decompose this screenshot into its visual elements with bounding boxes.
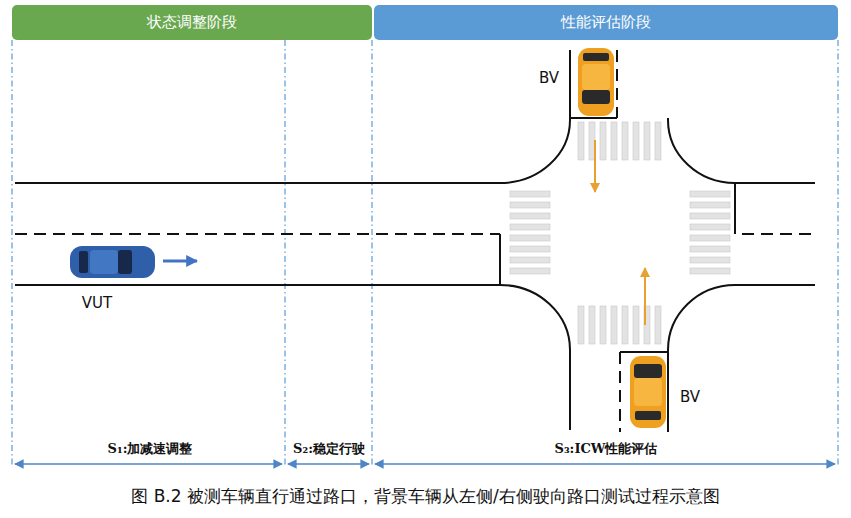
crosswalk-stripe xyxy=(510,268,550,274)
phase-separator xyxy=(12,40,838,466)
crosswalk-stripe xyxy=(622,122,628,160)
crosswalk-stripe xyxy=(690,191,730,197)
stage-label: S₃:ICW性能评估 xyxy=(552,440,661,458)
heading-arrow xyxy=(163,260,197,263)
bv-car xyxy=(630,356,666,428)
crosswalk-stripe xyxy=(690,235,730,241)
crosswalk xyxy=(510,122,730,344)
span-arrow xyxy=(15,463,835,465)
bv-car xyxy=(578,48,614,116)
phase-header: 性能评估阶段 xyxy=(374,5,838,40)
crosswalk-stripe xyxy=(510,235,550,241)
crosswalk-stripe xyxy=(690,257,730,263)
heading-arrow xyxy=(594,140,596,192)
figure-caption: 图 B.2 被测车辆直行通过路口，背景车辆从左侧/右侧驶向路口测试过程示意图 xyxy=(131,485,719,508)
vehicle-label: BV xyxy=(539,69,559,87)
crosswalk-stripe xyxy=(600,306,606,344)
vehicle-label: VUT xyxy=(82,294,112,312)
crosswalk-stripe xyxy=(510,224,550,230)
stage-label: S₂:稳定行驶 xyxy=(290,440,368,458)
crosswalk-stripe xyxy=(611,122,617,160)
crosswalk-stripe xyxy=(690,268,730,274)
heading-arrow xyxy=(644,268,646,325)
crosswalk-stripe xyxy=(600,122,606,160)
crosswalk-stripe xyxy=(622,306,628,344)
crosswalk-stripe xyxy=(690,213,730,219)
crosswalk-stripe xyxy=(510,246,550,252)
crosswalk-stripe xyxy=(611,306,617,344)
crosswalk-stripe xyxy=(589,306,595,344)
crosswalk-stripe xyxy=(510,213,550,219)
crosswalk-stripe xyxy=(644,122,650,160)
crosswalk-stripe xyxy=(578,122,584,160)
crosswalk-stripe xyxy=(690,202,730,208)
crosswalk-stripe xyxy=(655,306,661,344)
crosswalk-stripe xyxy=(690,224,730,230)
phase-title: 性能评估阶段 xyxy=(561,13,651,32)
road-edge xyxy=(15,50,815,432)
phase-title: 状态调整阶段 xyxy=(147,13,237,32)
vehicle-label: BV xyxy=(680,388,700,406)
crosswalk-stripe xyxy=(510,202,550,208)
crosswalk-stripe xyxy=(510,191,550,197)
crosswalk-stripe xyxy=(690,246,730,252)
lane-divider xyxy=(15,50,815,432)
phase-header: 状态调整阶段 xyxy=(12,5,372,40)
crosswalk-stripe xyxy=(633,306,639,344)
vut-car xyxy=(70,246,155,278)
crosswalk-stripe xyxy=(510,257,550,263)
crosswalk-stripe xyxy=(655,122,661,160)
stage-label: S₁:加减速调整 xyxy=(105,440,196,458)
crosswalk-stripe xyxy=(578,306,584,344)
crosswalk-stripe xyxy=(633,122,639,160)
